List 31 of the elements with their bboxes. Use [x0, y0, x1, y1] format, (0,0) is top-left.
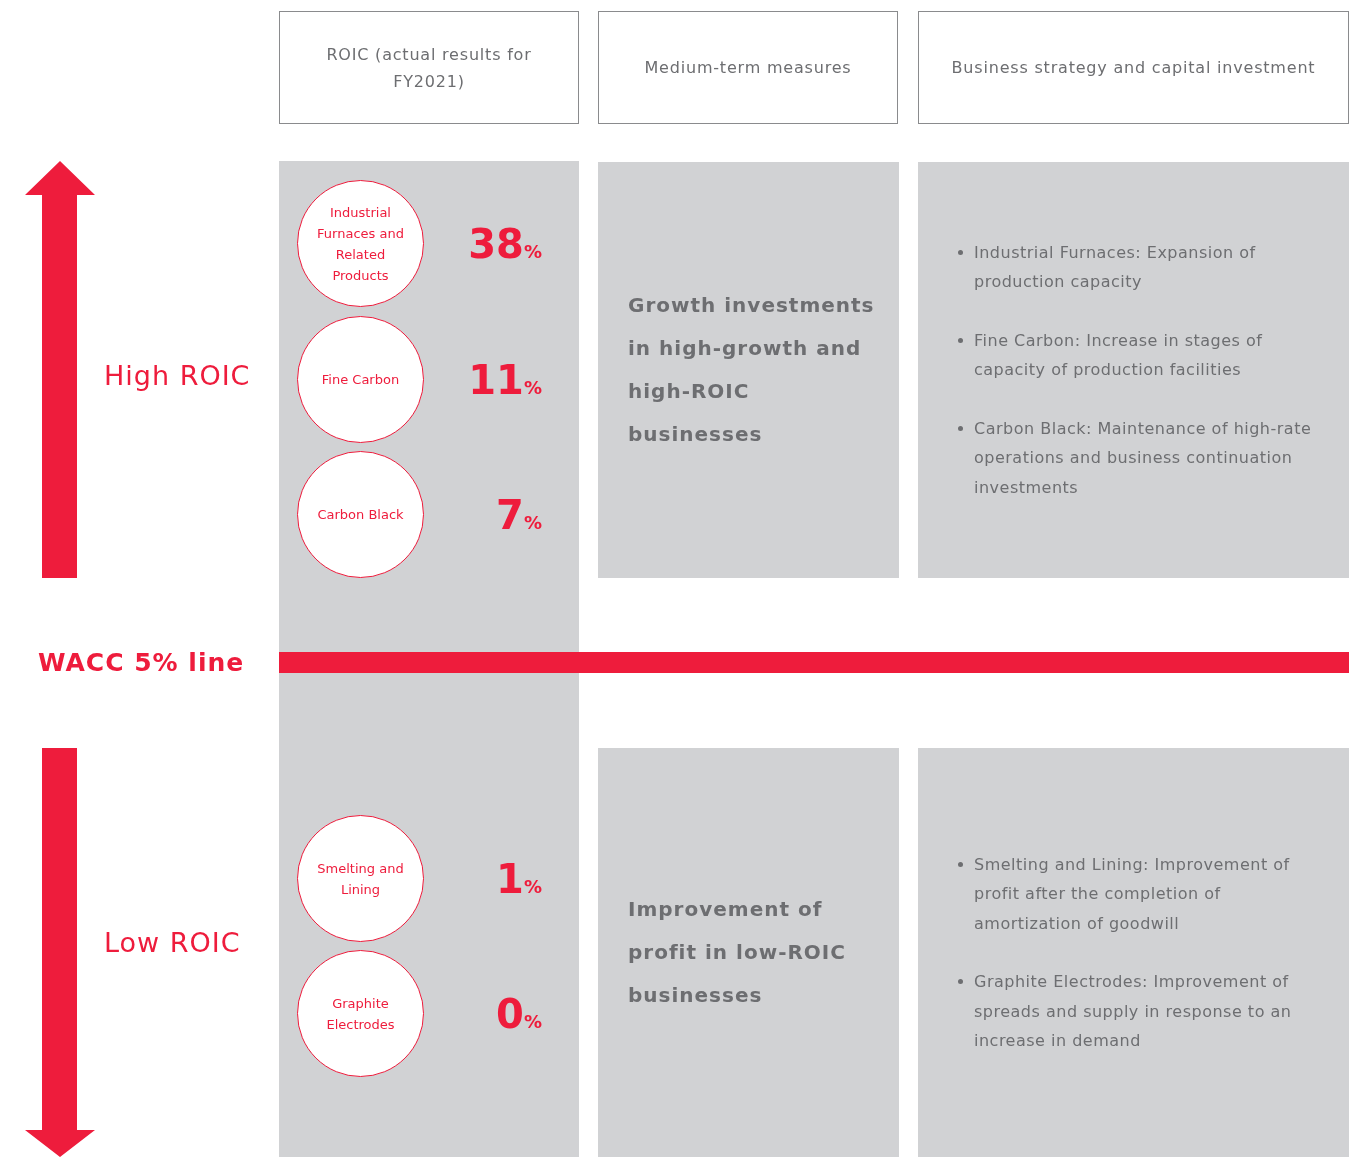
roic-value: 38%	[468, 221, 542, 269]
header-text: ROIC (actual results for FY2021)	[325, 43, 533, 93]
column-header	[918, 11, 1349, 124]
wacc-label: WACC 5% line	[38, 646, 245, 679]
measure-panel	[598, 748, 899, 1157]
measure-text: Improvement of profit in low-ROIC businesses	[628, 896, 847, 1009]
segment-name: Industrial Furnaces and Related Products	[316, 203, 405, 285]
column-header	[279, 11, 579, 124]
header-text: Medium-term measures	[644, 57, 852, 79]
segment-name: Carbon Black	[317, 506, 404, 524]
measure-text: Growth investments in high-growth and high-ROIC businesses	[628, 292, 875, 448]
roic-value: 11%	[468, 357, 542, 405]
roic-value: 1%	[496, 856, 542, 904]
roic-value: 7%	[496, 492, 542, 540]
roic-column-band	[279, 161, 579, 1157]
segment-name: Fine Carbon	[321, 371, 400, 389]
roic-level-label: High ROIC	[104, 360, 251, 391]
roic-value: 0%	[496, 991, 542, 1039]
strategy-panel	[918, 162, 1349, 578]
strategy-text: Fine Carbon: Increase in stages of capacity of production facilities	[974, 330, 1263, 380]
segment-name: Graphite Electrodes	[325, 994, 396, 1034]
strategy-panel	[918, 748, 1349, 1157]
segment-name: Smelting and Lining	[316, 859, 405, 899]
header-text: Business strategy and capital investment	[951, 57, 1316, 79]
strategy-text: Carbon Black: Maintenance of high-rate operations and business continuation investments	[974, 418, 1312, 497]
roic-level-label: Low ROIC	[104, 927, 241, 958]
strategy-text: Industrial Furnaces: Expansion of production capacity	[974, 242, 1256, 292]
measure-panel	[598, 162, 899, 578]
strategy-text: Graphite Electrodes: Improvement of spreads and supply in response to an increase in demand	[974, 972, 1292, 1050]
column-header	[598, 11, 898, 124]
strategy-text: Smelting and Lining: Improvement of profit after the completion of amortization of goodwill	[974, 854, 1290, 933]
